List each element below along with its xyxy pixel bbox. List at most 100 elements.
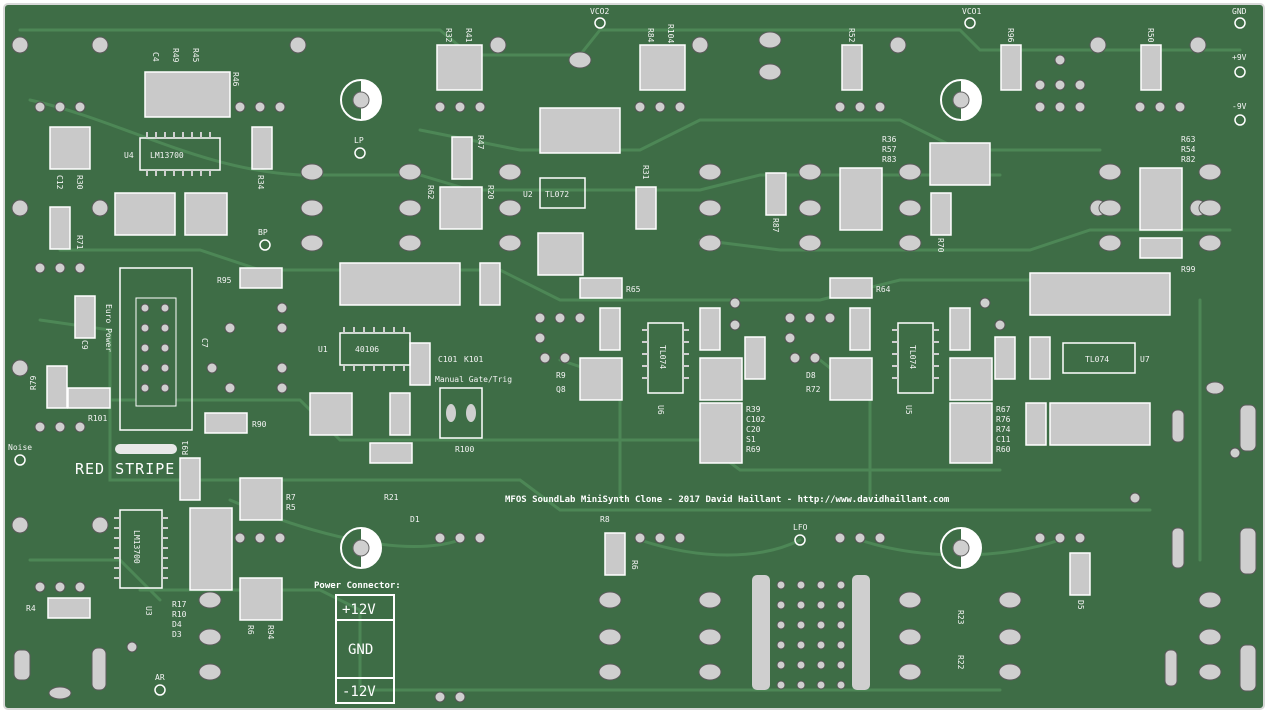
ref-r16: R6	[246, 625, 255, 635]
ref-r56: D8	[806, 371, 816, 380]
ref-r36: R47	[476, 135, 485, 150]
jack-pads	[13, 404, 1257, 692]
small-pads	[34, 54, 1241, 703]
ref-r82: R54	[1181, 145, 1196, 154]
euro-power-header	[119, 267, 193, 431]
power-label-minus12v: -12V	[342, 684, 376, 700]
ref-r49: R49	[171, 48, 180, 63]
ref-r20: R62	[426, 185, 435, 200]
ref-r52: R52	[847, 28, 856, 43]
power-label-plus12v: +12V	[342, 602, 376, 618]
ref-r17: R7	[286, 493, 296, 502]
ref-r73: C11	[996, 435, 1011, 444]
ref-r45: R45	[191, 48, 200, 63]
power-connector-title: Power Connector:	[314, 581, 401, 591]
ic-ref-u5: U5	[904, 405, 913, 415]
ref-r32: R32	[444, 28, 453, 43]
ic-part-u4: LM13700	[150, 151, 184, 160]
ref-d3: R8	[600, 515, 610, 524]
ic-part-u7: TL074	[1085, 355, 1109, 364]
ref-r46: R46	[231, 72, 240, 87]
ref-r65: R65	[626, 285, 641, 294]
jack-label-lp: LP	[354, 136, 364, 145]
ref-r50: R50	[1146, 28, 1155, 43]
ref-q8: C101	[438, 355, 457, 364]
ref-r57: R36	[882, 135, 897, 144]
ref-r83: R57	[882, 145, 897, 154]
ref-d10: R23	[956, 610, 965, 625]
jack-label-vco2: VCO2	[590, 7, 609, 16]
power-label-gnd: GND	[348, 642, 373, 658]
ic-part-u1: 40106	[355, 345, 379, 354]
ic-part-u3: LM13700	[132, 530, 141, 564]
ic-ref-u7: U7	[1140, 355, 1150, 364]
ref-r26: D3	[172, 630, 182, 639]
ic-pins	[114, 132, 939, 579]
oval-pads	[48, 31, 1225, 700]
ref-c101: C9	[80, 340, 89, 350]
ref-r62: R82	[1181, 155, 1196, 164]
ref-r23: R4	[26, 604, 36, 613]
ic-ref-u1: U1	[318, 345, 328, 354]
manual-gate-label: Manual Gate/Trig	[435, 375, 512, 384]
ref-r69: R39	[746, 405, 761, 414]
ref-r30: C12	[55, 175, 64, 190]
jack-label-gnd: GND	[1232, 7, 1247, 16]
ref-r41: R41	[464, 28, 473, 43]
test-points	[14, 17, 1246, 696]
ref-r66: R76	[996, 415, 1011, 424]
jack-label-minus9v: -9V	[1232, 102, 1247, 111]
electrolytic-capacitors	[340, 79, 982, 569]
jack-label-bp: BP	[258, 228, 268, 237]
ref-r10: R5	[286, 503, 296, 512]
ic-ref-u3: U3	[144, 606, 153, 616]
ic-ref-u2: U2	[523, 190, 533, 199]
ref-r75: R74	[996, 425, 1011, 434]
board-title: MFOS SoundLab MiniSynth Clone - 2017 Dav…	[505, 494, 950, 505]
ref-k101: C7	[200, 338, 209, 348]
mounting-pads	[11, 36, 1207, 534]
euro-power-label: Euro Power	[104, 304, 113, 352]
jack-label-lfo: LFO	[793, 523, 808, 532]
jack-label-ar: AR	[155, 673, 165, 682]
ref-r71: R70	[936, 238, 945, 253]
proto-grid	[752, 575, 870, 690]
ref-rm2: R72	[806, 385, 821, 394]
ref-r6: R6	[630, 560, 639, 570]
ref-r22: R17	[172, 600, 187, 609]
ref-r76: C20	[746, 425, 761, 434]
ref-r31: R20	[486, 185, 495, 200]
ref-r67: C102	[746, 415, 765, 424]
ic-ref-u4: U4	[124, 151, 134, 160]
ref-r74: S1	[746, 435, 756, 444]
ref-r39: R79	[29, 375, 38, 390]
ref-r87: R31	[641, 165, 650, 180]
ic-part-u6: TL074	[658, 345, 667, 369]
ref-d4: D1	[410, 515, 420, 524]
ref-r77: R99	[1181, 265, 1196, 274]
ref-r24: D4	[172, 620, 182, 629]
ref-r54: R63	[1181, 135, 1196, 144]
red-stripe-label: RED STRIPE	[75, 460, 175, 478]
ref-r94: D5	[1076, 600, 1085, 610]
ref-c4: C4	[151, 52, 160, 62]
ref-r60: R67	[996, 405, 1011, 414]
ref-r47: R34	[256, 175, 265, 190]
ref-r64: R64	[876, 285, 891, 294]
ref-rm4: Q8	[556, 385, 566, 394]
ref-c102: R101	[88, 414, 107, 423]
ref-r96: R96	[1006, 28, 1015, 43]
smd-resistor-blocks	[46, 44, 1183, 621]
jack-label-plus9v: +9V	[1232, 53, 1247, 62]
ic-part-u5: TL074	[908, 345, 917, 369]
ref-c10: R60	[996, 445, 1011, 454]
ref-r63: R83	[882, 155, 897, 164]
jack-label-noise: Noise	[8, 443, 32, 452]
ref-r21: R91	[181, 440, 190, 455]
ref-s1: R100	[455, 445, 474, 454]
ref-c20: R90	[252, 420, 267, 429]
ic-part-u2: TL072	[545, 190, 569, 199]
ref-d9: R22	[956, 655, 965, 670]
red-stripe-marker	[115, 444, 177, 454]
